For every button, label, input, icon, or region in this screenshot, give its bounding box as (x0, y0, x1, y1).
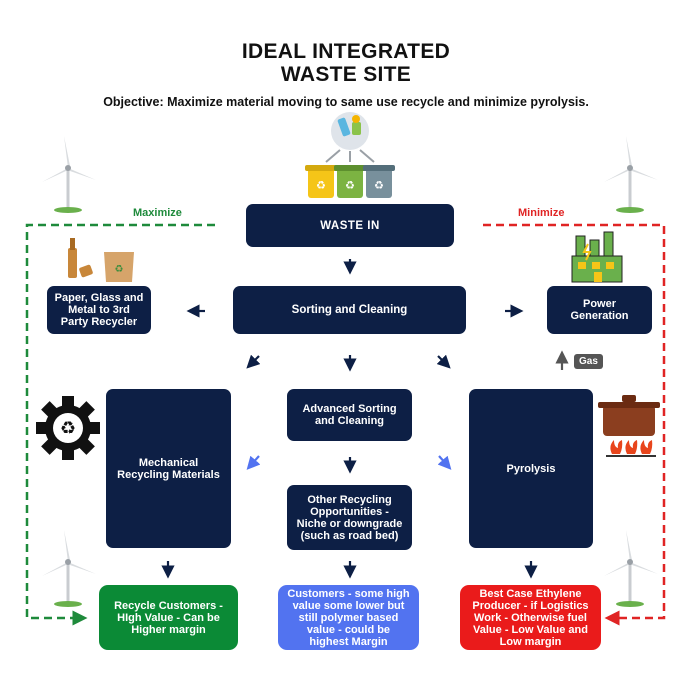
maximize-label: Maximize (133, 207, 182, 219)
factory-icon (571, 231, 623, 283)
gas-label: Gas (574, 354, 603, 369)
paper-glass-metal-box: Paper, Glass and Metal to 3rd Party Recy… (47, 286, 151, 334)
mixed-customers-box: Customers - some high value some lower b… (278, 585, 419, 650)
gear-recycle-icon: ♻ (36, 396, 100, 460)
wind-turbine-icon (42, 530, 96, 607)
green-bin-icon: ♻ (334, 165, 366, 198)
recycle-customers-box: Recycle Customers - HIgh Value - Can be … (99, 585, 238, 650)
pyrolysis-pot-icon (598, 395, 660, 457)
ethylene-producer-box: Best Case Ethylene Producer - if Logisti… (460, 585, 601, 650)
svg-text:♻: ♻ (60, 418, 76, 439)
svg-text:♻: ♻ (115, 264, 124, 275)
wind-turbine-icon (604, 136, 658, 213)
minimize-dashed-loop (483, 223, 666, 626)
power-generation-box: Power Generation (547, 286, 652, 334)
sorting-cleaning-box: Sorting and Cleaning (233, 286, 466, 334)
arrow-sorting-to-mechanical (246, 354, 261, 369)
yellow-bin-icon: ♻ (305, 165, 337, 198)
objective-text: Objective: Maximize material moving to s… (103, 95, 589, 109)
svg-text:♻: ♻ (345, 179, 355, 192)
waste-in-box: WASTE IN (246, 204, 454, 247)
gray-bin-icon: ♻ (363, 165, 395, 198)
maximize-dashed-loop (25, 223, 215, 626)
waste-sorting-illustration: ♻ ♻ ♻ (305, 112, 395, 198)
pyrolysis-box: Pyrolysis (469, 389, 593, 548)
bottles-and-bag-icon: ♻ (68, 238, 134, 282)
mechanical-recycling-box: Mechanical Recycling Materials (106, 389, 231, 548)
minimize-label: Minimize (518, 207, 565, 219)
wind-turbine-icon (42, 136, 96, 213)
arrow-advanced-to-mechanical (246, 455, 261, 470)
svg-text:♻: ♻ (316, 179, 326, 192)
page-subtitle: WASTE SITE (280, 63, 412, 86)
arrow-advanced-to-pyrolysis (437, 455, 452, 470)
other-recycling-box: Other Recycling Opportunities - Niche or… (287, 485, 412, 550)
advanced-sorting-box: Advanced Sorting and Cleaning (287, 389, 412, 441)
arrow-sorting-to-pyrolysis (436, 354, 451, 369)
svg-text:♻: ♻ (374, 179, 384, 192)
wind-turbine-icon (604, 530, 658, 607)
page-title: IDEAL INTEGRATED (241, 40, 451, 63)
